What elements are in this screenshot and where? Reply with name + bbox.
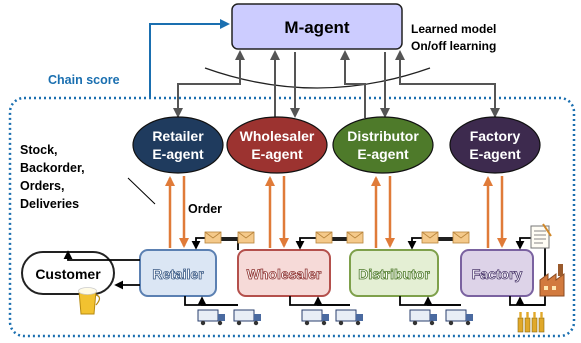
delivery-flow-arrows	[114, 240, 546, 306]
e-agent-factory-line2: E-agent	[469, 146, 521, 162]
m-agent-label: M-agent	[284, 18, 350, 37]
e-agent-factory: Factory E-agent	[449, 116, 541, 174]
e-agent-distributor: Distributor E-agent	[332, 116, 434, 174]
factory-icon	[539, 264, 565, 297]
stage-retailer-label: Retailer	[152, 266, 204, 282]
learning-loop-arc	[204, 67, 431, 89]
info-label-deliveries: Deliveries	[20, 197, 79, 211]
learned-model-note: Learned model	[411, 22, 496, 36]
e-agent-wholesaler: Wholesaler E-agent	[226, 116, 328, 174]
e-agent-retailer-line2: E-agent	[152, 146, 204, 162]
delivery-truck-icon	[233, 309, 261, 326]
stage-wholesaler: Wholesaler	[237, 249, 331, 297]
chain-score-arrow	[149, 19, 230, 98]
info-pointer-line	[127, 177, 156, 205]
delivery-truck-icon	[409, 309, 437, 326]
envelope-icon	[421, 231, 439, 244]
envelope-icon	[204, 231, 222, 244]
stage-distributor: Distributor	[349, 249, 439, 297]
chain-score-label: Chain score	[48, 73, 120, 87]
delivery-truck-icon	[445, 309, 473, 326]
delivery-truck-icon	[301, 309, 329, 326]
e-agent-retailer: Retailer E-agent	[132, 116, 224, 174]
document-icon	[530, 223, 552, 249]
delivery-truck-icon	[197, 309, 225, 326]
info-label-backorder: Backorder,	[20, 161, 85, 175]
customer-label: Customer	[35, 266, 101, 282]
envelope-icons	[204, 231, 470, 244]
stage-factory: Factory	[460, 249, 534, 297]
info-label-orders: Orders,	[20, 179, 64, 193]
e-agent-factory-line1: Factory	[470, 128, 521, 144]
stage-wholesaler-label: Wholesaler	[247, 266, 322, 282]
envelope-icon	[237, 231, 255, 244]
e-agent-distributor-line2: E-agent	[357, 146, 409, 162]
stage-retailer: Retailer	[139, 249, 217, 297]
delivery-truck-icons	[197, 309, 473, 326]
stage-factory-label: Factory	[472, 266, 523, 282]
info-label-stock: Stock,	[20, 143, 58, 157]
envelope-icon	[452, 231, 470, 244]
e-agent-wholesaler-line1: Wholesaler	[240, 128, 315, 144]
order-label: Order	[188, 202, 222, 216]
m-agent-box	[231, 3, 403, 50]
e-agent-distributor-line1: Distributor	[347, 128, 419, 144]
envelope-icon	[346, 231, 364, 244]
delivery-truck-icon	[335, 309, 363, 326]
on-off-learning-note: On/off learning	[411, 39, 496, 53]
order-arrows	[165, 176, 507, 248]
m-agent-connectors	[173, 50, 500, 118]
e-agent-retailer-line1: Retailer	[152, 128, 204, 144]
envelope-icon	[315, 231, 333, 244]
bottles-icon	[517, 312, 545, 333]
stage-distributor-label: Distributor	[358, 266, 430, 282]
beer-glass-icon	[78, 287, 101, 315]
e-agent-wholesaler-line2: E-agent	[251, 146, 303, 162]
top-flow-arrows	[191, 237, 545, 250]
